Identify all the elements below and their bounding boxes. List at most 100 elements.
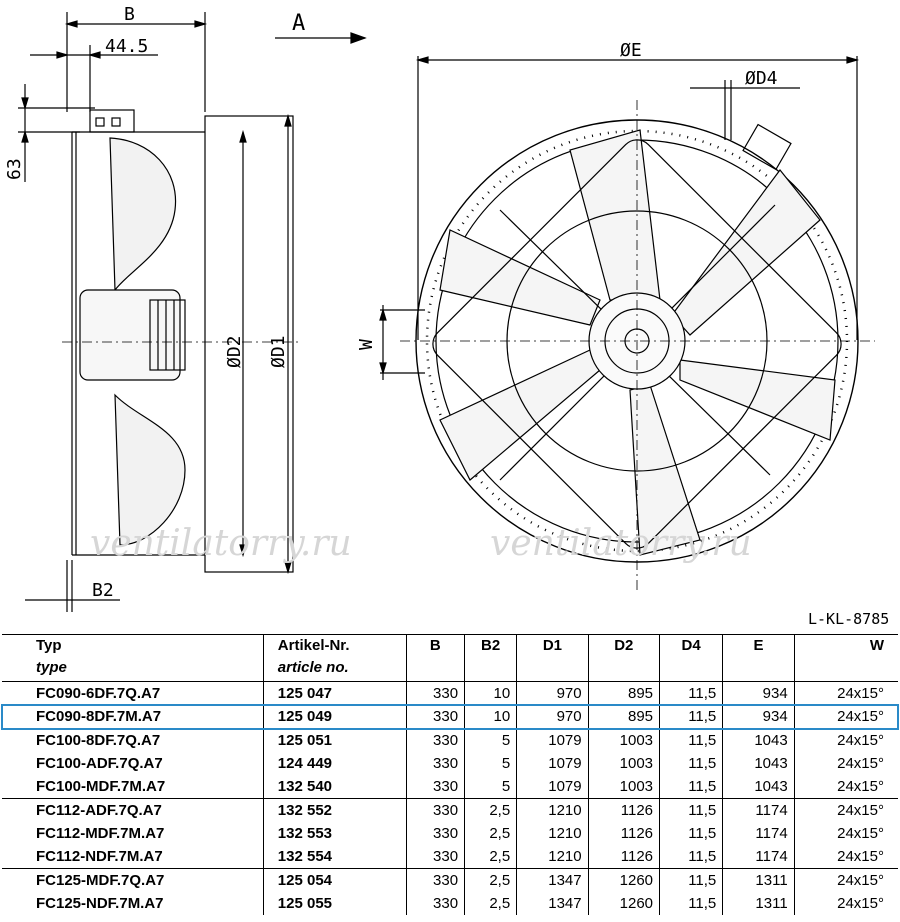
table-cell: 1311 [722, 892, 795, 915]
table-cell: 125 049 [262, 705, 407, 729]
table-cell: FC112-ADF.7Q.A7 [2, 798, 264, 822]
table-cell: 11,5 [659, 845, 723, 869]
table-cell: FC100-ADF.7Q.A7 [36, 755, 163, 772]
table-cell: FC125-MDF.7Q.A7 [2, 868, 264, 892]
table-cell: 934 [722, 681, 795, 705]
table-cell: 1260 [587, 892, 660, 915]
dim-label-d4: ØD4 [745, 68, 778, 89]
dim-label-63: 63 [4, 158, 25, 180]
table-cell: 11,5 [659, 822, 723, 845]
table-cell: 125 055 [262, 892, 407, 915]
table-cell: 330 [405, 868, 465, 892]
table-cell: 125 051 [262, 728, 407, 752]
table-cell: 1174 [722, 845, 795, 869]
table-cell: 1003 [587, 775, 660, 799]
table-cell: 1174 [722, 798, 795, 822]
table-cell: 1079 [516, 752, 589, 775]
table-cell: 2,5 [464, 892, 517, 915]
table-cell: 934 [722, 705, 795, 729]
table-cell: 132 540 [262, 775, 407, 799]
table-cell: 24x15° [793, 752, 898, 775]
table-cell: 5 [464, 752, 517, 775]
table-cell: 330 [405, 775, 465, 799]
table-cell: 895 [587, 705, 660, 729]
front-view [379, 56, 875, 590]
table-cell: 11,5 [659, 798, 723, 822]
header-cell: W [793, 634, 898, 682]
table-cell: 2,5 [464, 845, 517, 869]
table-cell: 1174 [722, 822, 795, 845]
dim-label-44-5: 44.5 [105, 36, 148, 57]
table-cell: 11,5 [659, 868, 723, 892]
table-cell: 2,5 [464, 798, 517, 822]
header-cell: B2 [464, 634, 517, 682]
table-cell: FC112-MDF.7M.A7 [36, 825, 165, 842]
drawing-number: L-KL-8785 [808, 610, 889, 628]
table-cell: 132 552 [262, 798, 407, 822]
table-cell: 330 [405, 822, 465, 845]
table-cell: 125 047 [262, 681, 407, 705]
table-cell: 1003 [587, 752, 660, 775]
dim-label-w: W [356, 339, 377, 350]
table-cell: 1347 [516, 868, 589, 892]
table-cell: 2,5 [464, 868, 517, 892]
table-cell: 1126 [587, 798, 660, 822]
table-cell: 24x15° [793, 705, 898, 729]
table-cell: 24x15° [793, 728, 898, 752]
table-cell: 24x15° [793, 822, 898, 845]
table-cell: 11,5 [659, 752, 723, 775]
table-cell: 24x15° [793, 775, 898, 799]
view-label-a: A [292, 11, 305, 36]
watermark-right: ventilatorry.ru [490, 523, 752, 564]
table-cell: 11,5 [659, 705, 723, 729]
table-cell: 1043 [722, 728, 795, 752]
watermark-left: ventilatorry.ru [90, 523, 352, 564]
table-cell: 24x15° [793, 845, 898, 869]
dim-label-e: ØE [620, 40, 642, 61]
table-cell: 5 [464, 728, 517, 752]
table-cell: 1210 [516, 845, 589, 869]
table-cell: 24x15° [793, 681, 898, 705]
header-cell: D1 [516, 634, 589, 682]
table-cell: FC100-8DF.7Q.A7 [2, 728, 264, 752]
header-cell: Artikel-Nr.article no. [262, 634, 407, 682]
table-cell: 125 054 [262, 868, 407, 892]
table-cell: 11,5 [659, 681, 723, 705]
table-cell: 132 553 [262, 822, 407, 845]
table-cell: 24x15° [793, 798, 898, 822]
table-cell: 1043 [722, 752, 795, 775]
table-cell: 1043 [722, 775, 795, 799]
table-cell: 330 [405, 892, 465, 915]
table-cell: 124 449 [262, 752, 407, 775]
table-cell: 2,5 [464, 822, 517, 845]
table-cell: 970 [516, 705, 589, 729]
table-cell: 11,5 [659, 775, 723, 799]
table-cell: 1126 [587, 845, 660, 869]
dim-label-d2: ØD2 [224, 335, 245, 368]
table-cell: 330 [405, 798, 465, 822]
table-cell: 11,5 [659, 728, 723, 752]
dim-label-d1: ØD1 [268, 335, 289, 368]
table-cell: 10 [464, 705, 517, 729]
header-cell: E [722, 634, 795, 682]
table-cell: FC090-8DF.7M.A7 [36, 708, 162, 725]
table-cell: FC125-NDF.7M.A7 [36, 895, 164, 912]
table-cell: 5 [464, 775, 517, 799]
table-cell: 1347 [516, 892, 589, 915]
table-cell: 132 554 [262, 845, 407, 869]
table-cell: 1210 [516, 798, 589, 822]
table-cell: 330 [405, 705, 465, 729]
table-cell: 895 [587, 681, 660, 705]
header-cell: D2 [587, 634, 660, 682]
table-cell: 1210 [516, 822, 589, 845]
header-cell: D4 [659, 634, 723, 682]
table-cell: 330 [405, 845, 465, 869]
